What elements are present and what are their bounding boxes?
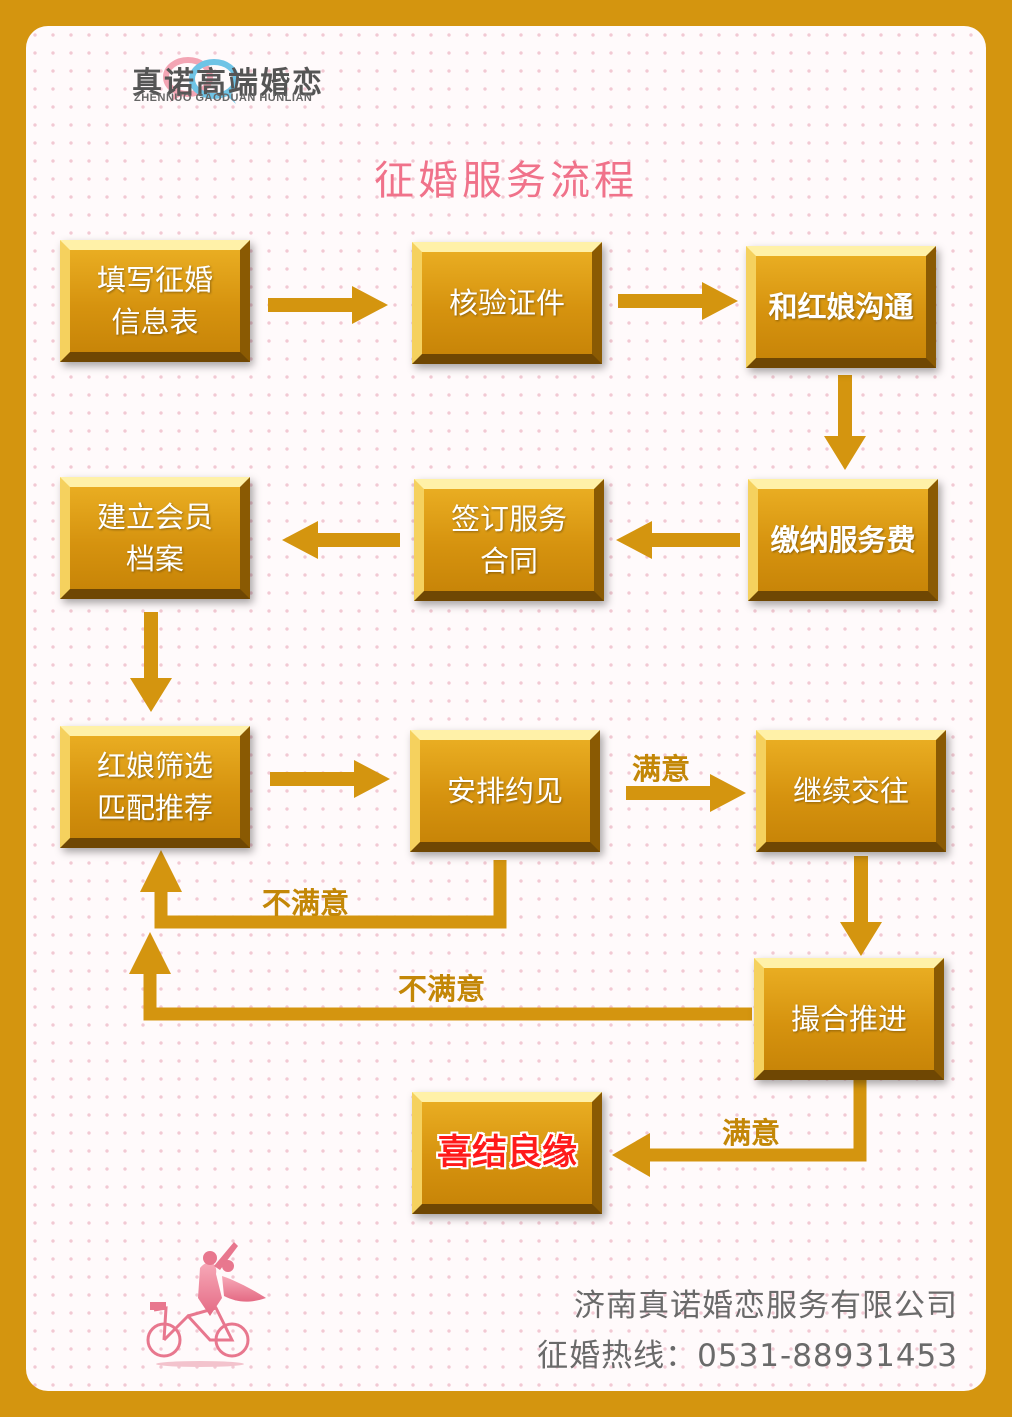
step-verify-id-label: 核验证件	[448, 286, 565, 320]
step-sign-contract: 签订服务 合同	[414, 479, 604, 601]
step-fill-form-label: 填写征婚 信息表	[96, 263, 213, 339]
step-verify-id: 核验证件	[412, 242, 602, 364]
step-create-profile-label: 建立会员 档案	[96, 500, 213, 576]
step-talk-matchmaker: 和红娘沟通	[746, 246, 936, 368]
edge-label-facilitate-unsatisfied: 不满意	[398, 972, 486, 1006]
arrow-pay-to-sign	[616, 521, 740, 559]
arrow-facilitate-unsatisfied	[143, 972, 752, 1021]
step-happy-ending: 喜结良缘	[412, 1092, 602, 1214]
step-pay-fee-label: 缴纳服务费	[770, 523, 916, 557]
couple-bicycle-icon	[146, 1242, 266, 1367]
arrow-verify-to-talk	[618, 282, 738, 320]
step-fill-form: 填写征婚 信息表	[60, 240, 250, 362]
arrow-fill-to-verify	[268, 286, 388, 324]
step-facilitate: 撮合推进	[754, 958, 944, 1080]
step-facilitate-label: 撮合推进	[790, 1002, 907, 1036]
step-talk-matchmaker-label: 和红娘沟通	[768, 290, 914, 324]
arrow-screen-to-meeting	[270, 760, 390, 798]
step-continue-dating: 继续交往	[756, 730, 946, 852]
edge-label-meeting-satisfied: 满意	[632, 752, 691, 786]
step-create-profile: 建立会员 档案	[60, 477, 250, 599]
footer-hotline: 征婚热线：0531-88931453	[537, 1338, 958, 1374]
brand-logo-icon	[163, 57, 239, 104]
brand-subtitle: ZHENNUO GAODUAN HUNLIAN	[134, 92, 313, 104]
arrow-meeting-unsatisfied	[154, 860, 507, 929]
step-continue-dating-label: 继续交往	[792, 774, 909, 808]
step-arrange-meeting-label: 安排约见	[446, 774, 563, 808]
step-happy-ending-label: 喜结良缘	[436, 1133, 577, 1173]
step-pay-fee: 缴纳服务费	[748, 479, 938, 601]
arrow-talk-to-pay	[824, 375, 866, 470]
step-sign-contract-label: 签订服务 合同	[450, 502, 567, 578]
footer-company: 济南真诺婚恋服务有限公司	[574, 1288, 958, 1324]
arrow-facilitate-satisfied	[648, 1078, 867, 1162]
edge-label-facilitate-satisfied: 满意	[722, 1116, 781, 1150]
brand-name: 真诺高端婚恋	[132, 66, 324, 101]
step-screen-match-label: 红娘筛选 匹配推荐	[96, 749, 213, 825]
step-arrange-meeting: 安排约见	[410, 730, 600, 852]
arrow-sign-to-profile	[282, 521, 400, 559]
page-title: 征婚服务流程	[374, 158, 638, 204]
step-screen-match: 红娘筛选 匹配推荐	[60, 726, 250, 848]
arrow-profile-to-screen	[130, 612, 172, 712]
arrow-meeting-to-continue	[626, 774, 746, 812]
edge-label-meeting-unsatisfied: 不满意	[262, 886, 350, 920]
arrow-continue-to-facilitate	[840, 856, 882, 956]
